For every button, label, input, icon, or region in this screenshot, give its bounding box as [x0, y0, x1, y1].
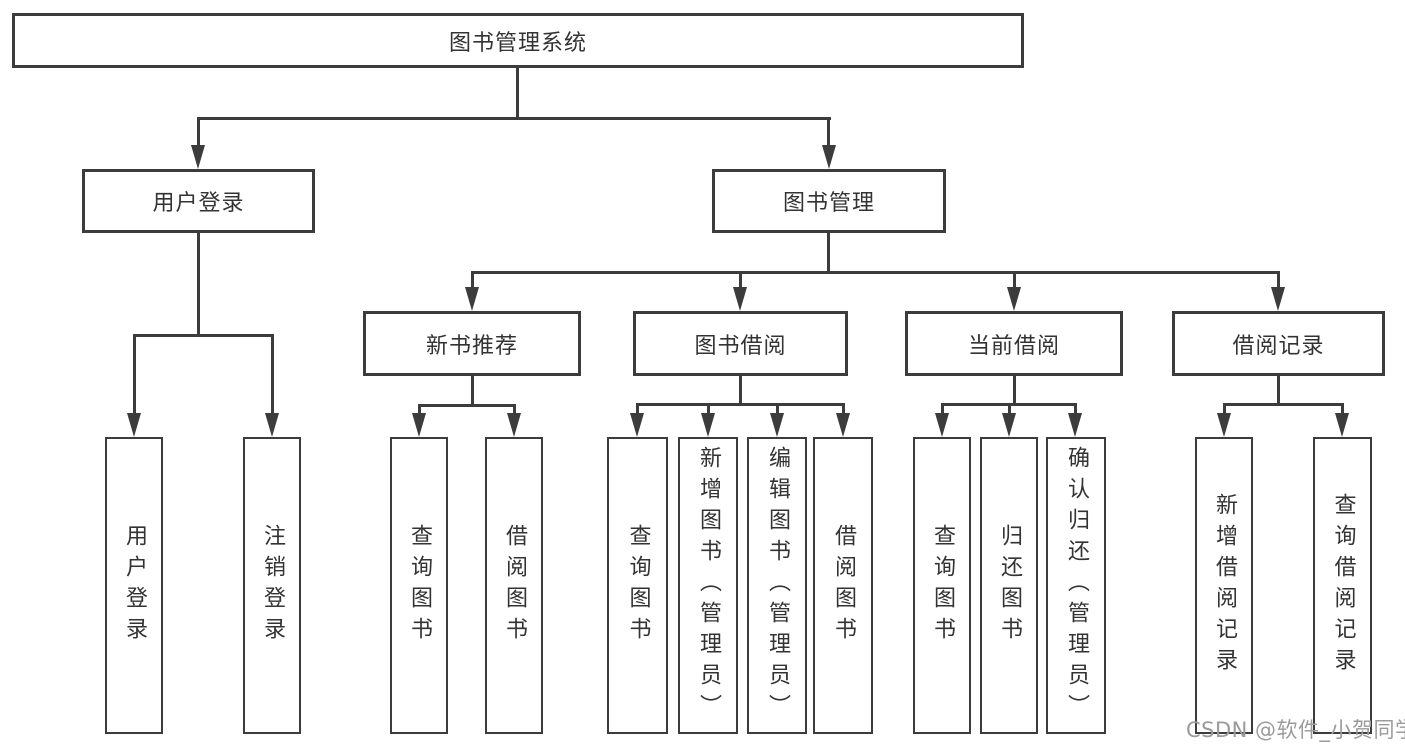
node-book-borrow: 图书借阅: [633, 311, 848, 376]
arrowhead-new-book: [465, 287, 479, 311]
leaf-logout-label: 注销登录: [260, 523, 285, 648]
arrowhead-br-query: [1335, 413, 1349, 437]
leaf-cb-query-books-label: 查询图书: [930, 523, 955, 648]
edge-book-management-bar: [471, 271, 1279, 274]
node-user-login: 用户登录: [82, 169, 315, 233]
arrowhead-bb-add: [701, 413, 715, 437]
arrowhead-leaf-logout: [265, 413, 279, 437]
node-book-management-label: 图书管理: [782, 191, 875, 216]
edge-book-borrow-bar: [636, 403, 845, 406]
arrowhead-book-borrow: [733, 287, 747, 311]
arrowhead-bb-query: [630, 413, 644, 437]
leaf-cb-return-books: 归还图书: [980, 437, 1038, 734]
leaf-bb-add-books-admin: 新增图书（管理员）: [678, 437, 738, 734]
leaf-br-add-record-label: 新增借阅记录: [1212, 492, 1237, 679]
edge-root-stem: [516, 68, 519, 120]
edge-drop-leaf-logout: [271, 334, 274, 415]
leaf-cb-return-books-label: 归还图书: [997, 523, 1022, 648]
edge-drop-nb-borrow: [513, 404, 516, 416]
edge-borrow-records-stem: [1277, 376, 1280, 405]
arrowhead-user-login: [191, 145, 205, 169]
leaf-br-query-record-label: 查询借阅记录: [1330, 492, 1356, 679]
edge-drop-nb-query: [418, 404, 421, 416]
csdn-watermark: CSDN @软件_小贺同学: [1186, 718, 1405, 742]
edge-drop-cb-return: [1008, 403, 1011, 416]
edge-drop-new-book: [471, 271, 474, 289]
node-root: 图书管理系统: [12, 13, 1024, 68]
leaf-nb-query-books-label: 查询图书: [407, 523, 432, 648]
arrowhead-current-borrow: [1007, 287, 1021, 311]
edge-drop-current-borrow: [1013, 271, 1016, 289]
leaf-nb-query-books: 查询图书: [390, 437, 448, 734]
arrowhead-book-management: [822, 145, 836, 169]
arrowhead-cb-confirm: [1068, 413, 1082, 437]
edge-drop-bb-query: [636, 403, 639, 416]
arrowhead-bb-edit: [770, 413, 784, 437]
arrowhead-nb-borrow: [507, 413, 521, 437]
arrowhead-leaf-login: [127, 413, 141, 437]
leaf-br-add-record: 新增借阅记录: [1195, 437, 1253, 734]
arrowhead-cb-return: [1002, 413, 1016, 437]
leaf-bb-borrow-books-label: 借阅图书: [831, 523, 856, 648]
edge-user-login-stem: [197, 233, 200, 336]
node-root-label: 图书管理系统: [448, 30, 587, 56]
leaf-cb-confirm-return-admin: 确认归还（管理员）: [1046, 437, 1106, 734]
node-book-management: 图书管理: [712, 169, 946, 233]
leaf-user-login-label: 用户登录: [122, 523, 147, 648]
leaf-nb-borrow-books-label: 借阅图书: [502, 523, 527, 648]
arrowhead-bb-borrow: [836, 413, 850, 437]
node-book-borrow-label: 图书借阅: [694, 333, 787, 359]
arrowhead-cb-query: [935, 413, 949, 437]
leaf-bb-query-books: 查询图书: [607, 437, 668, 734]
edge-drop-bb-edit: [776, 403, 779, 416]
edge-drop-book-borrow: [739, 271, 742, 289]
edge-drop-br-add: [1223, 403, 1226, 416]
node-user-login-label: 用户登录: [152, 191, 245, 216]
node-new-book-recommend-label: 新书推荐: [425, 333, 518, 359]
leaf-cb-confirm-return-admin-label: 确认归还（管理员）: [1064, 446, 1089, 725]
leaf-bb-query-books-label: 查询图书: [625, 523, 651, 648]
leaf-user-login: 用户登录: [105, 437, 163, 734]
leaf-bb-edit-books-admin-label: 编辑图书（管理员）: [765, 446, 790, 725]
node-borrow-records: 借阅记录: [1172, 311, 1385, 376]
edge-drop-bb-borrow: [842, 403, 845, 416]
edge-drop-cb-query: [941, 403, 944, 416]
edge-drop-book-management: [827, 117, 830, 149]
leaf-bb-borrow-books: 借阅图书: [813, 437, 873, 734]
arrowhead-nb-query: [412, 413, 426, 437]
edge-current-borrow-stem: [1013, 376, 1016, 405]
edge-drop-br-query: [1341, 403, 1344, 416]
node-current-borrow-label: 当前借阅: [967, 333, 1060, 359]
edge-drop-bb-add: [707, 403, 710, 416]
leaf-logout: 注销登录: [243, 437, 301, 734]
leaf-bb-edit-books-admin: 编辑图书（管理员）: [747, 437, 807, 734]
edge-new-book-bar: [418, 404, 516, 407]
edge-drop-cb-confirm: [1074, 403, 1077, 416]
edge-user-login-bar: [133, 334, 274, 337]
node-borrow-records-label: 借阅记录: [1232, 333, 1325, 359]
node-current-borrow: 当前借阅: [905, 311, 1123, 376]
arrowhead-br-add: [1217, 413, 1231, 437]
edge-new-book-stem: [471, 376, 474, 406]
leaf-nb-borrow-books: 借阅图书: [485, 437, 543, 734]
edge-book-borrow-stem: [739, 376, 742, 405]
edge-root-bar: [197, 117, 831, 120]
edge-drop-user-login: [197, 117, 200, 149]
edge-book-management-stem: [827, 233, 830, 274]
edge-drop-leaf-login: [133, 334, 136, 415]
arrowhead-borrow-records: [1271, 287, 1285, 311]
edge-borrow-records-bar: [1223, 403, 1344, 406]
node-new-book-recommend: 新书推荐: [363, 311, 581, 376]
leaf-br-query-record: 查询借阅记录: [1313, 437, 1372, 734]
leaf-bb-add-books-admin-label: 新增图书（管理员）: [696, 446, 721, 725]
edge-drop-borrow-records: [1277, 271, 1280, 289]
leaf-cb-query-books: 查询图书: [913, 437, 971, 734]
